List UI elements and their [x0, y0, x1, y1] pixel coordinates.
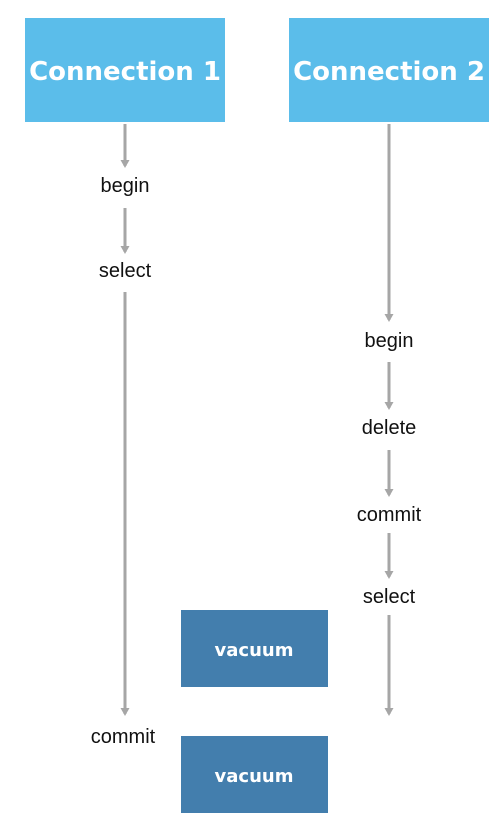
connection-1-title: Connection 1	[29, 57, 221, 87]
c2-step-commit: commit	[357, 504, 422, 526]
c1-step-begin: begin	[101, 175, 150, 197]
c1-step-select: select	[99, 260, 152, 282]
c1-step-commit: commit	[91, 726, 156, 748]
c2-step-select: select	[363, 586, 416, 608]
connection-2-header: Connection 2	[289, 18, 489, 122]
vacuum-box-1: vacuum	[181, 610, 328, 687]
c2-step-delete: delete	[362, 417, 417, 439]
connection-1-header: Connection 1	[25, 18, 225, 122]
vacuum-box-2: vacuum	[181, 736, 328, 813]
connection-2-title: Connection 2	[293, 57, 485, 87]
c2-step-begin: begin	[365, 330, 414, 352]
vacuum-label-1: vacuum	[215, 640, 294, 661]
vacuum-label-2: vacuum	[215, 766, 294, 787]
